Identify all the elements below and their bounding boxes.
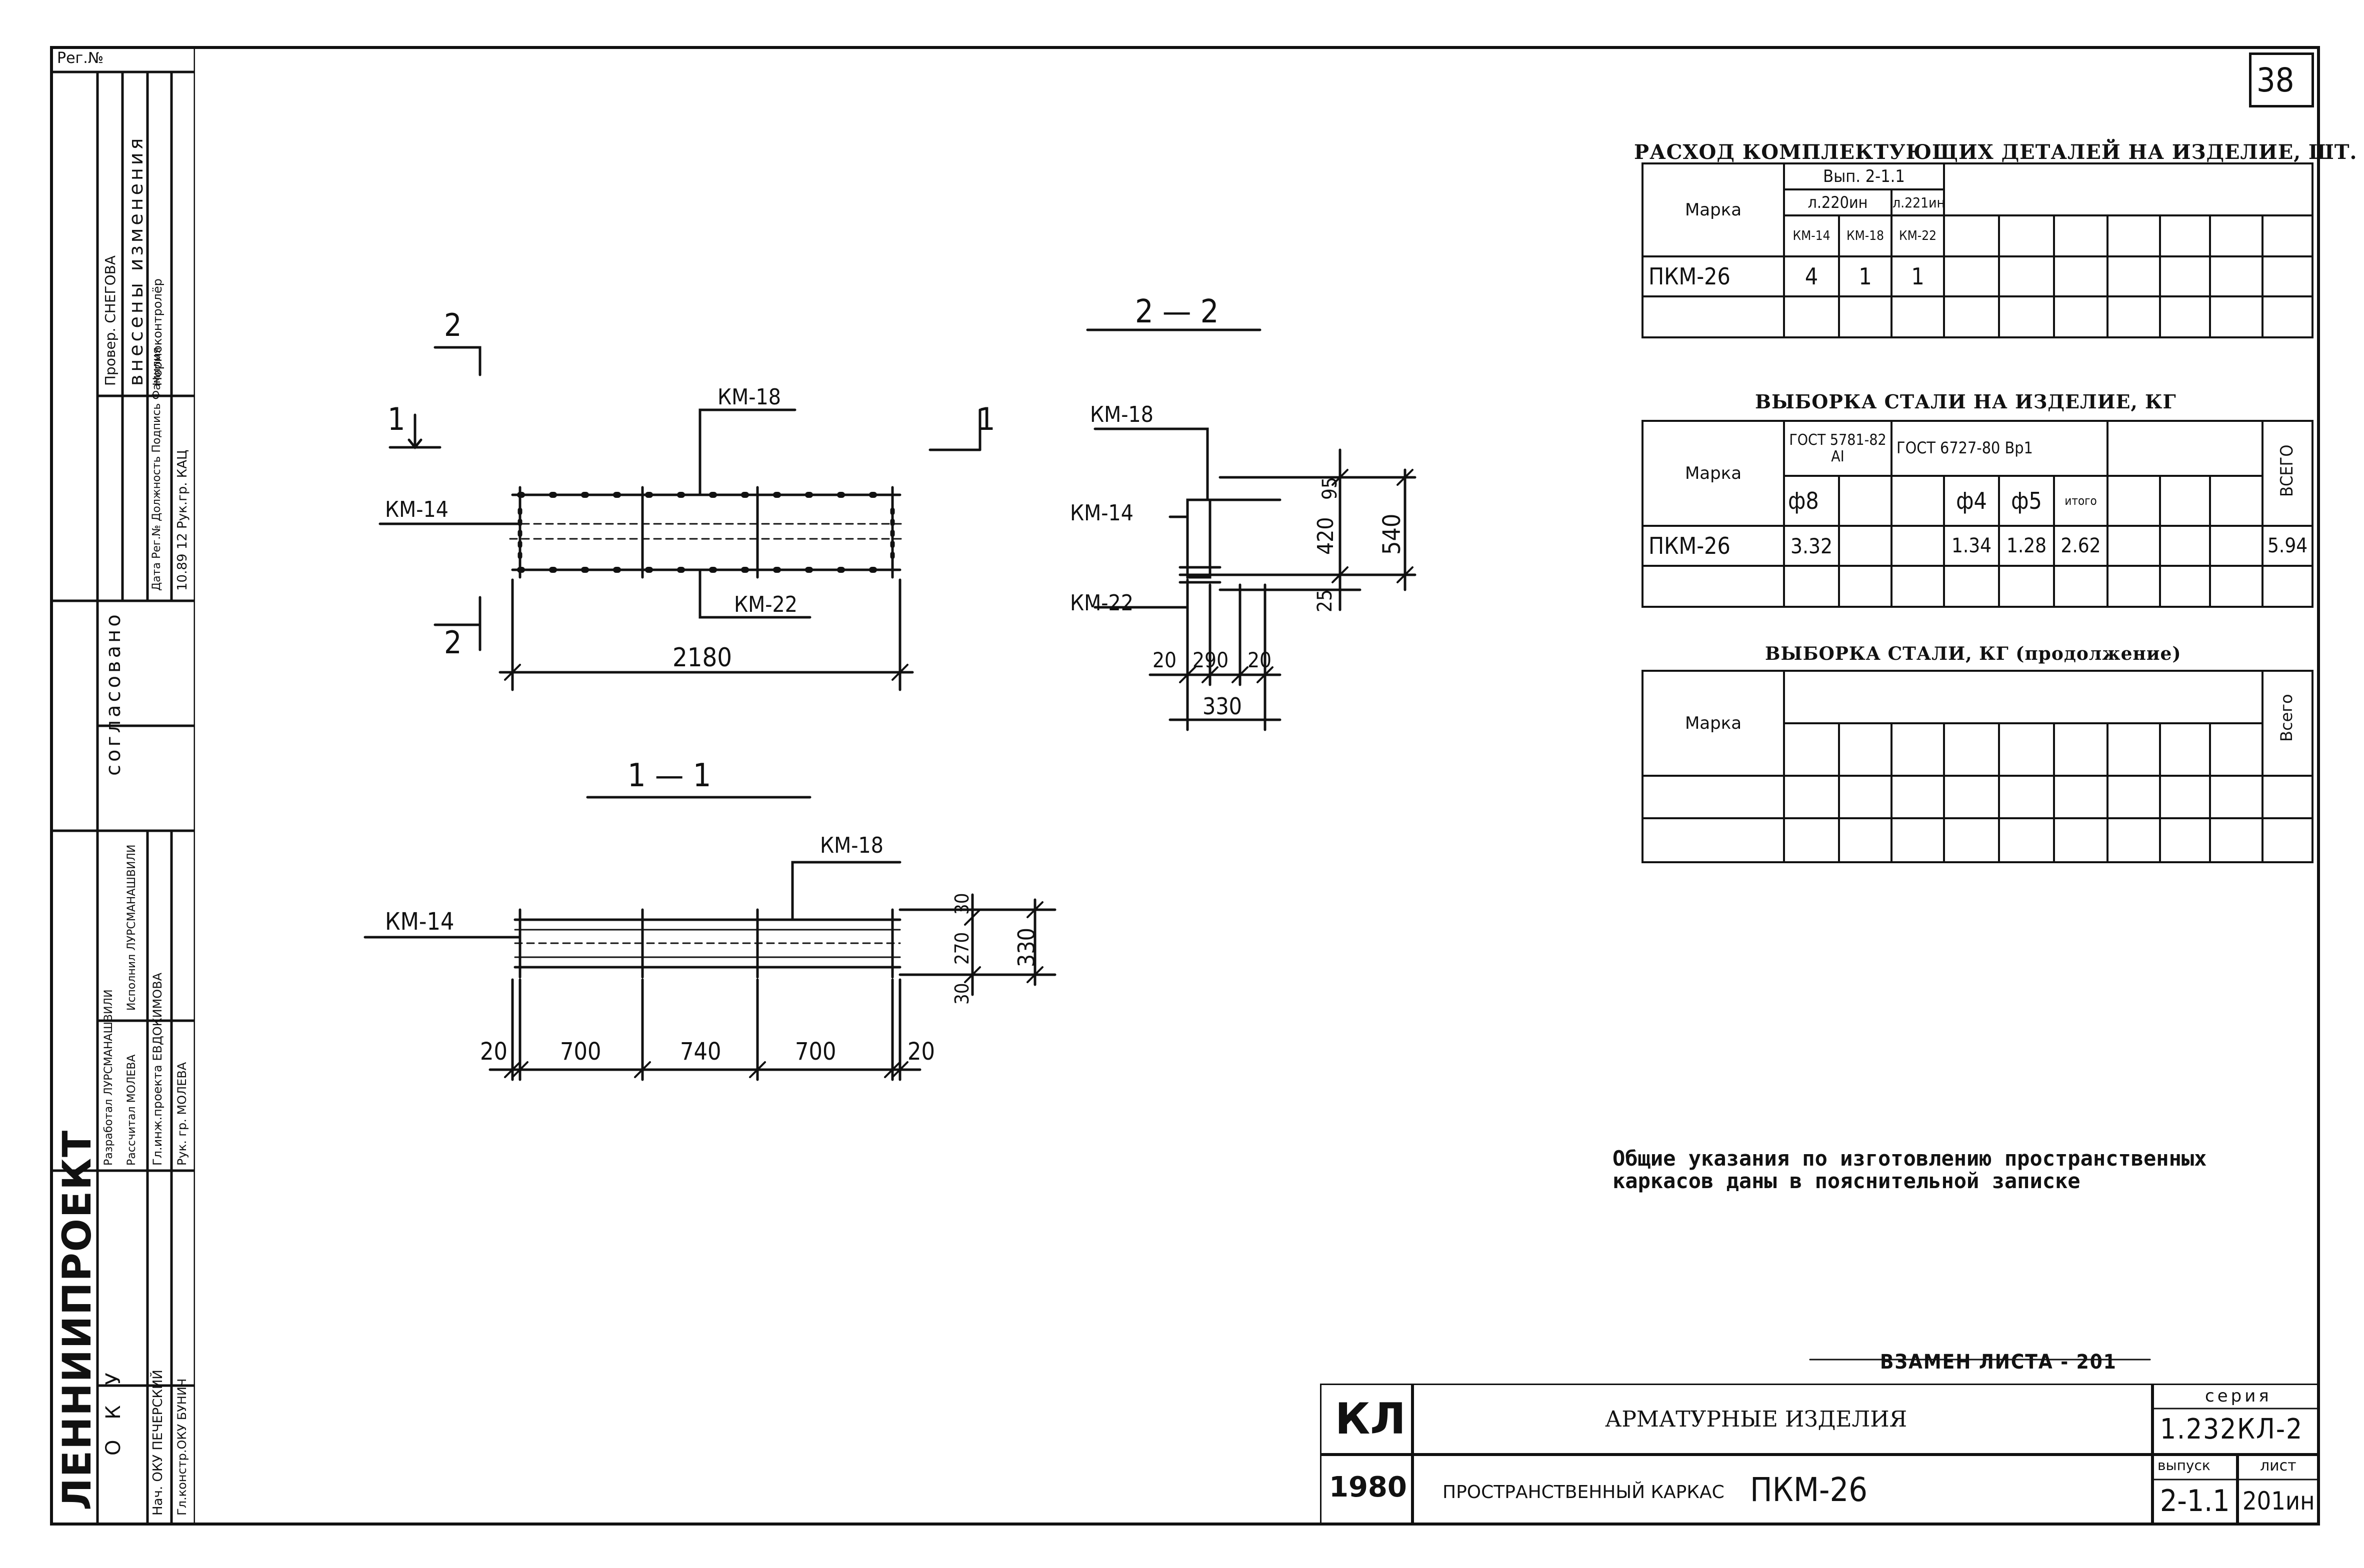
title-sheet: 201ин — [2242, 1487, 2315, 1516]
section-22-dim-95: 95 — [1318, 477, 1342, 500]
reg-no-label: Рег.№ — [57, 49, 104, 67]
steel-col-d5: ф5 — [1998, 475, 2055, 527]
steel-row-d5: 1.28 — [1998, 525, 2055, 567]
section-11-dim-30b: 30 — [951, 983, 973, 1005]
table-steel-title: ВЫБОРКА СТАЛИ НА ИЗДЕЛИЕ, КГ — [1755, 390, 2176, 413]
steel-total-label: ВСЕГО — [2277, 444, 2298, 497]
section-22-label-km14: КМ-14 — [1070, 500, 1134, 526]
section-11-dim-740: 740 — [680, 1038, 722, 1066]
parts-row-mark: ПКМ-26 — [1642, 255, 1785, 297]
section-11-title: 1 — 1 — [628, 757, 712, 794]
section-11-dim-30: 30 — [951, 893, 973, 915]
parts-col-km14: КМ-14 — [1783, 214, 1840, 257]
title-series: 1.232КЛ-2 — [2160, 1413, 2304, 1446]
parts-marka-header: Марка — [1642, 162, 1785, 257]
parts-vyp-header: Вып. 2-1.1 — [1782, 162, 1946, 190]
parts-col-km22: КМ-22 — [1890, 214, 1946, 257]
section-22-dim-420: 420 — [1313, 517, 1338, 555]
page-number: 38 — [2256, 61, 2294, 99]
table-parts: Марка Вып. 2-1.1 л.220ин л.221ин КМ-14 К… — [1642, 162, 2314, 338]
section-11-view — [364, 796, 1056, 1081]
steel-row-d4: 1.34 — [1943, 525, 2000, 567]
parts-row-km22: 1 — [1890, 255, 1946, 297]
section-11-dim-20a: 20 — [480, 1038, 508, 1066]
title-kl: КЛ — [1335, 1394, 1406, 1444]
section-22-dim-20a: 20 — [1152, 648, 1177, 672]
plan-view — [378, 346, 982, 691]
section-11-label-km14: КМ-14 — [385, 908, 454, 936]
steel-row-total: 5.94 — [2262, 525, 2314, 567]
steel-gost1-header: ГОСТ 5781-82 АI — [1783, 420, 1892, 477]
section-22-label-km22: КМ-22 — [1070, 590, 1134, 616]
parts-row-km14: 4 — [1783, 255, 1840, 297]
section-11-dim-700a: 700 — [560, 1038, 602, 1066]
plan-label-km14: КМ-14 — [385, 497, 448, 522]
section-22-dim-25: 25 — [1314, 589, 1336, 612]
plan-section-mark-left: 1 — [388, 401, 406, 437]
cont-total-label: Всего — [2277, 694, 2296, 742]
title-mark: ПКМ-26 — [1750, 1471, 1868, 1509]
steel-row-d8: 3.32 — [1783, 525, 1840, 567]
section-11-dim-700b: 700 — [795, 1038, 836, 1066]
section-22-dim-20b: 20 — [1248, 648, 1272, 672]
plan-dim-length: 2180 — [672, 643, 732, 673]
replaces-sheet-note: ВЗАМЕН ЛИСТА - 201 — [1880, 1351, 2117, 1374]
plan-section-mark-right: 1 — [978, 401, 996, 437]
title-year: 1980 — [1329, 1471, 1407, 1504]
section-22-label-km18: КМ-18 — [1090, 402, 1154, 427]
parts-col-km18: КМ-18 — [1838, 214, 1892, 257]
section-22-title: 2 — 2 — [1135, 293, 1219, 330]
steel-col-d4: ф4 — [1943, 475, 2000, 527]
title-issue-label: выпуск — [2158, 1457, 2210, 1474]
parts-row-km18: 1 — [1838, 255, 1892, 297]
section-22-dim-290: 290 — [1192, 648, 1229, 672]
section-11-dim-330: 330 — [1013, 928, 1040, 967]
steel-row-mark: ПКМ-26 — [1642, 525, 1785, 567]
sheet-frame — [50, 46, 2320, 1526]
steel-gost2-header: ГОСТ 6727-80 Вр1 — [1890, 420, 2109, 477]
steel-col-itogo: итого — [2052, 475, 2109, 527]
parts-sheet-b: л.221ин — [1890, 188, 1946, 216]
plan-label-km18: КМ-18 — [718, 384, 781, 410]
steel-marka-header: Марка — [1642, 420, 1785, 527]
title-series-label: серия — [2205, 1386, 2272, 1406]
steel-col-d8: ф8 — [1783, 475, 1840, 527]
section-22-dim-330: 330 — [1202, 693, 1242, 720]
steel-total-header: ВСЕГО — [2262, 420, 2314, 527]
section-11-dim-20b: 20 — [908, 1038, 935, 1066]
parts-sheet-a: л.220ин — [1783, 188, 1892, 216]
plan-section-mark-bottom: 2 — [444, 624, 462, 661]
steel-row-itogo: 2.62 — [2052, 525, 2109, 567]
plan-section-mark-top: 2 — [444, 307, 462, 343]
cont-total-header: Всего — [2262, 670, 2314, 777]
table-parts-title: РАСХОД КОМПЛЕКТУЮЩИХ ДЕТАЛЕЙ НА ИЗДЕЛИЕ,… — [1634, 140, 2358, 164]
table-steel-cont-title: ВЫБОРКА СТАЛИ, КГ (продолжение) — [1765, 643, 2182, 664]
section-22-view — [1086, 328, 1416, 731]
section-11-dim-270: 270 — [951, 932, 973, 965]
title-issue: 2-1.1 — [2160, 1484, 2230, 1519]
title-name: АРМАТУРНЫЕ ИЗДЕЛИЯ — [1605, 1407, 1908, 1432]
title-block: КЛ 1980 АРМАТУРНЫЕ ИЗДЕЛИЯ ПРОСТРАНСТВЕН… — [1318, 1382, 2322, 1527]
section-22-dim-540: 540 — [1378, 513, 1406, 555]
title-sheet-label: лист — [2260, 1457, 2296, 1475]
table-steel-cont: Марка Всего — [1642, 670, 2314, 863]
section-11-label-km18: КМ-18 — [820, 833, 884, 858]
title-subname: ПРОСТРАНСТВЕННЫЙ КАРКАС — [1442, 1482, 1724, 1503]
table-steel: Марка ГОСТ 5781-82 АI ГОСТ 6727-80 Вр1 В… — [1642, 420, 2314, 608]
cont-marka-header: Марка — [1642, 670, 1785, 777]
parts-empty-sub — [1943, 189, 2314, 216]
parts-empty-header — [1943, 162, 2314, 189]
general-note: Общие указания по изготовлению пространс… — [1612, 1146, 2207, 1194]
page-number-box — [2249, 52, 2314, 107]
plan-label-km22: КМ-22 — [734, 592, 798, 617]
